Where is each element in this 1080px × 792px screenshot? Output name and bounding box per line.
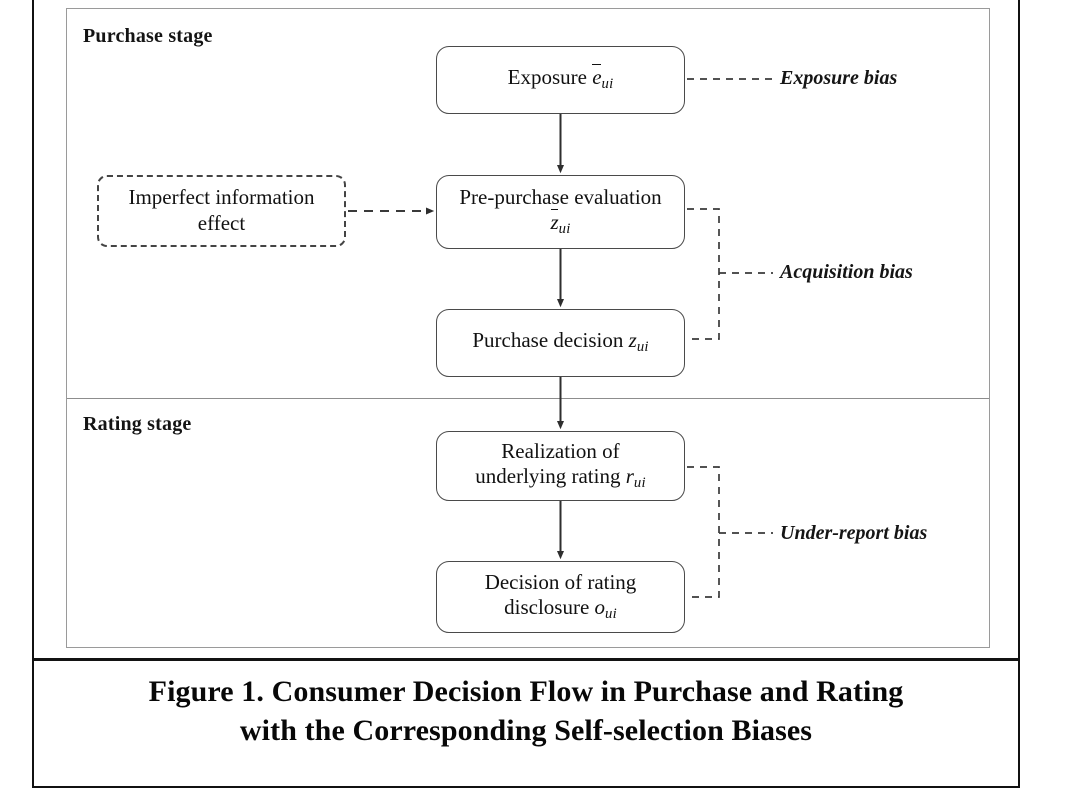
figure-caption-line-2: with the Corresponding Self-selection Bi… (239, 714, 813, 747)
bracket-under-report-bias (687, 466, 720, 598)
node-disclosure-line1: Decision of rating (484, 569, 637, 594)
stage-label-rating: Rating stage (83, 413, 192, 435)
node-rating-disclosure-decision[interactable]: Decision of rating disclosure oui (436, 561, 685, 633)
node-exposure-text: Exposure (507, 65, 587, 90)
node-purchase-decision[interactable]: Purchase decision zui (436, 309, 685, 377)
stage-label-purchase: Purchase stage (83, 25, 213, 47)
bias-label-under-report-bias: Under-report bias (780, 522, 928, 544)
node-imperfect-info-line1: Imperfect information (128, 185, 315, 210)
node-prepurchase-evaluation[interactable]: Pre-purchase evaluation zui (436, 175, 685, 249)
node-imperfect-info-line2: effect (197, 211, 246, 235)
node-purchase-decision-text: Purchase decision (472, 328, 624, 353)
node-realization-line1: Realization of (501, 438, 620, 463)
node-disclosure-line2: disclosure (504, 595, 590, 620)
node-exposure-subscript: ui (601, 76, 614, 93)
node-prepurchase-symbol: z (550, 208, 559, 235)
node-prepurchase-subscript: ui (558, 221, 571, 238)
figure-caption-line-1: Figure 1. Consumer Decision Flow in Purc… (148, 675, 904, 708)
bracket-acquisition-bias (687, 208, 720, 340)
node-exposure[interactable]: Exposure eui (436, 46, 685, 114)
node-exposure-symbol: e (592, 64, 602, 90)
node-realization-line2: underlying rating (475, 464, 621, 489)
node-disclosure-symbol: o (594, 595, 606, 620)
node-realization-subscript: ui (633, 475, 646, 492)
node-realization-symbol: r (625, 464, 634, 489)
node-disclosure-subscript: ui (605, 606, 617, 623)
figure-frame: Purchase stage Rating stage (32, 0, 1020, 788)
node-imperfect-information-effect[interactable]: Imperfect information effect (97, 175, 346, 247)
caption-divider (34, 658, 1018, 661)
bias-label-acquisition-bias: Acquisition bias (780, 261, 913, 283)
bias-label-exposure-bias: Exposure bias (780, 67, 898, 89)
node-purchase-decision-symbol: z (628, 328, 637, 353)
node-prepurchase-line1: Pre-purchase evaluation (459, 184, 662, 209)
figure-caption: Figure 1. Consumer Decision Flow in Purc… (34, 672, 1018, 750)
node-realization-underlying-rating[interactable]: Realization of underlying rating rui (436, 431, 685, 501)
diagram-panel: Purchase stage Rating stage (66, 8, 990, 648)
node-purchase-decision-subscript: ui (636, 339, 649, 356)
stage-divider (67, 398, 989, 399)
